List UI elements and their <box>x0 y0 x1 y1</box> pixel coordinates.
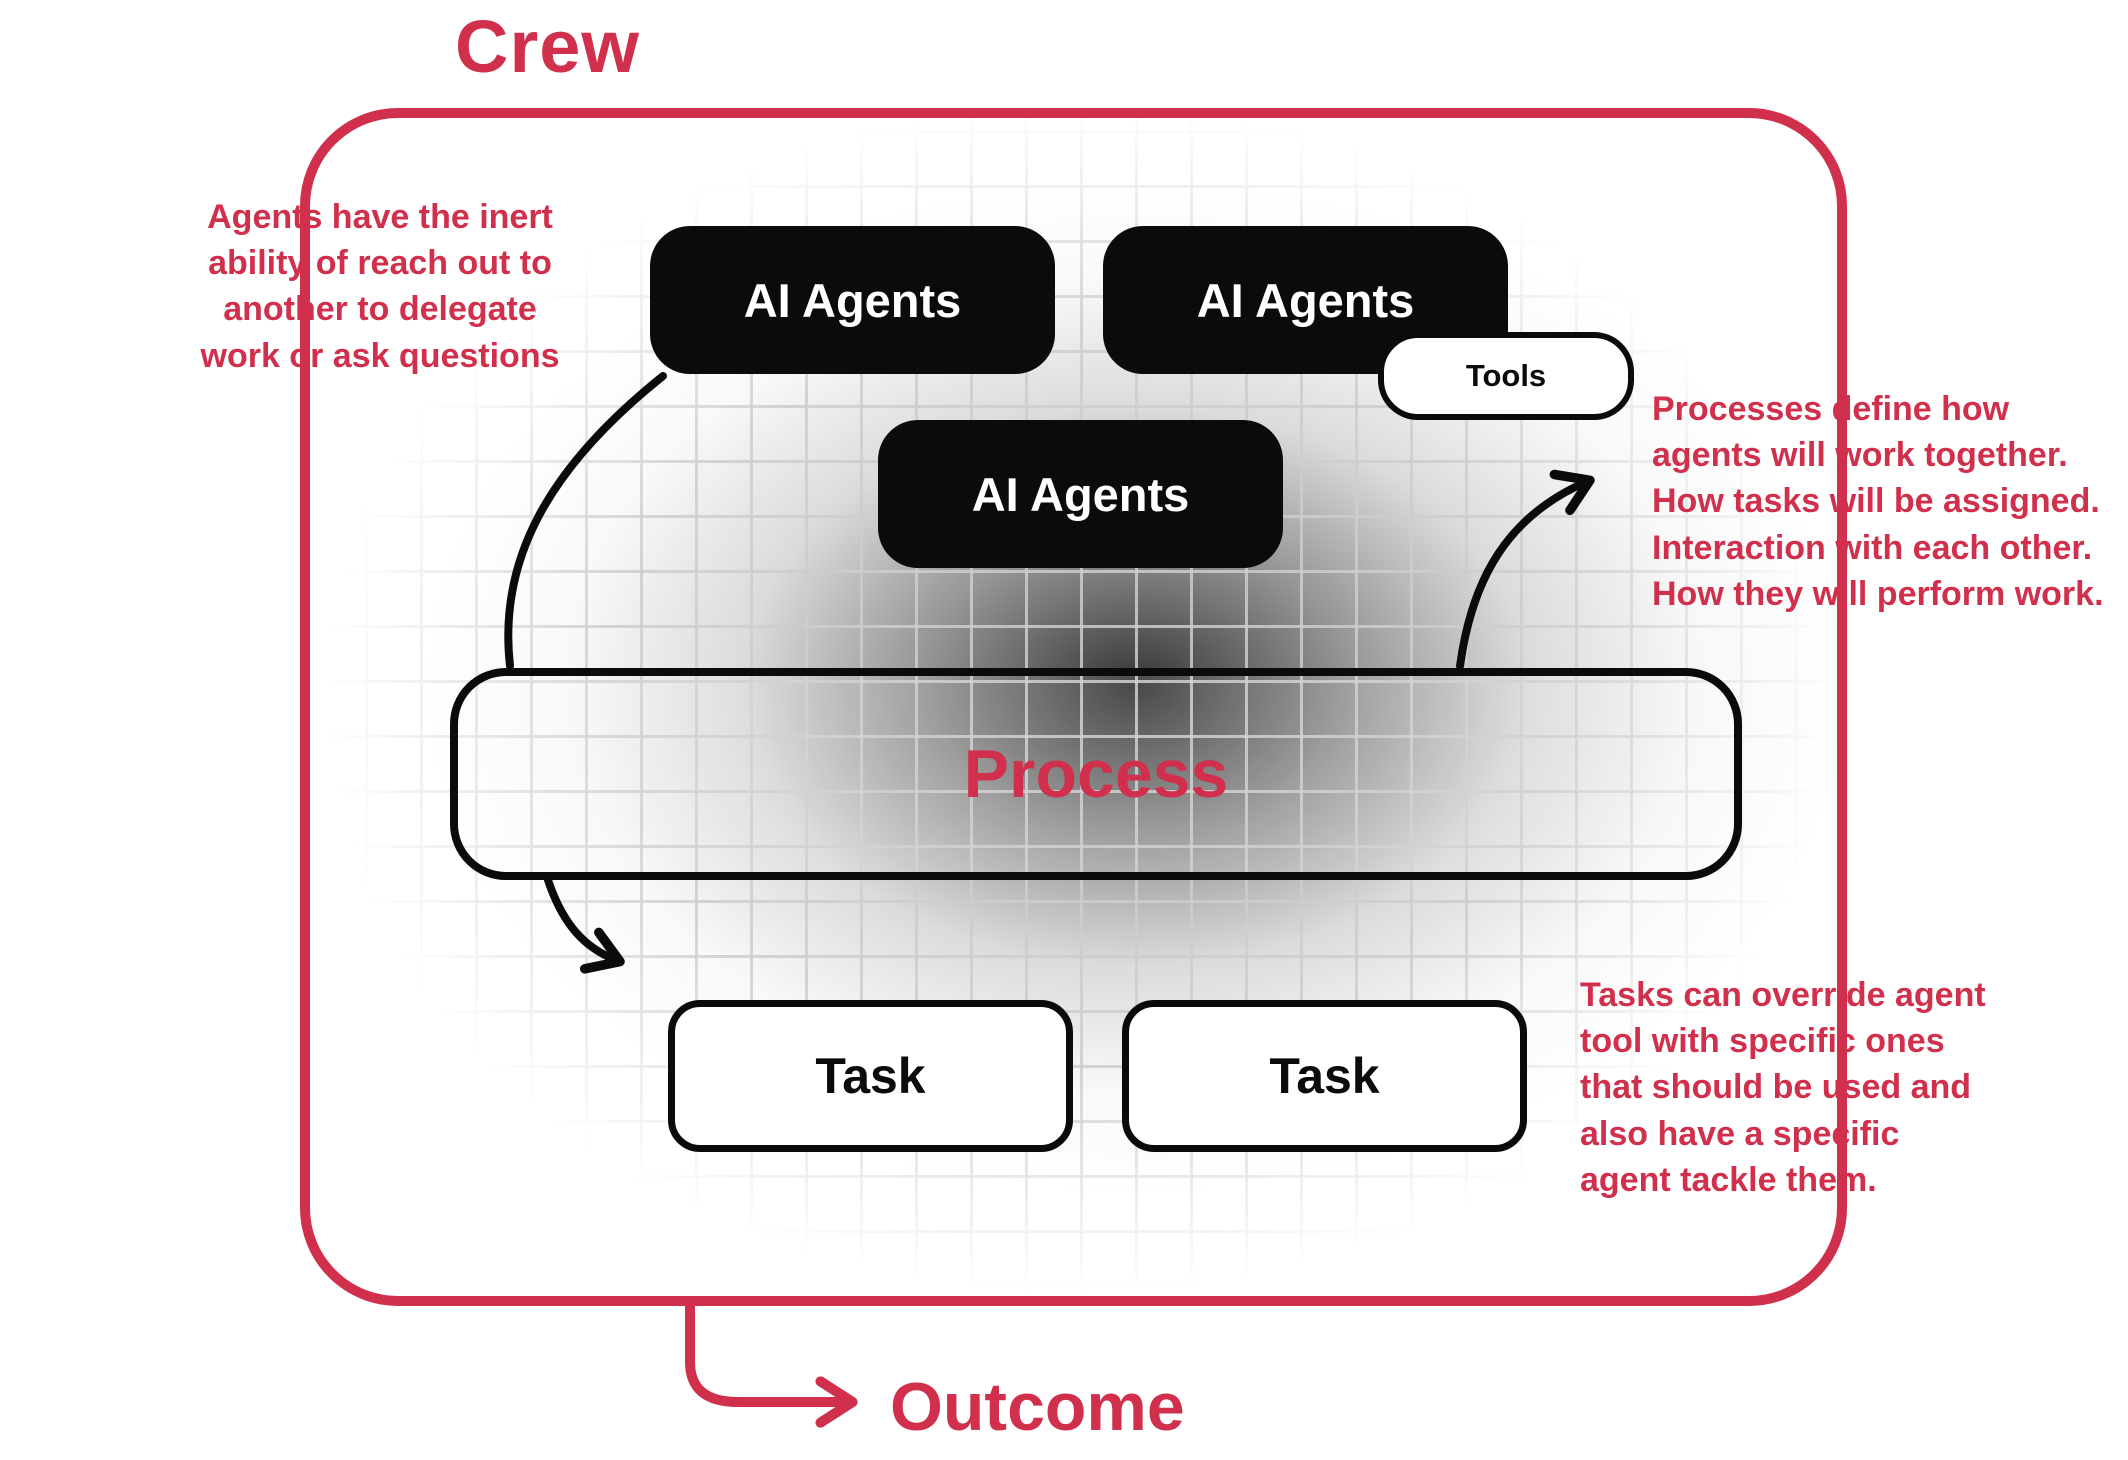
tasks-override-annotation: Tasks can override agent tool with speci… <box>1580 976 1986 1199</box>
ai-agents-box-2-label: AI Agents <box>1196 273 1415 327</box>
ai-agents-box-1: AI Agents <box>650 226 1055 374</box>
process-definition-annotation: Processes define how agents will work to… <box>1652 390 2104 613</box>
outcome-label: Outcome <box>890 1369 1185 1445</box>
crew-boundary-box <box>300 108 1847 1306</box>
background-grid <box>255 75 1905 1375</box>
ai-agents-box-3: AI Agents <box>878 420 1283 568</box>
ai-agents-box-3-label: AI Agents <box>971 467 1190 521</box>
agents-delegation-annotation: Agents have the inert ability of reach o… <box>200 198 560 375</box>
task-box-1: Task <box>668 1000 1073 1152</box>
process-box: Process <box>450 668 1742 880</box>
task-box-2-label: Task <box>1269 1048 1380 1104</box>
task-box-1-label: Task <box>815 1048 926 1104</box>
crew-title: Crew <box>455 5 640 88</box>
tools-box-label: Tools <box>1465 358 1547 393</box>
ai-agents-box-2: AI Agents <box>1103 226 1508 374</box>
task-box-2: Task <box>1122 1000 1527 1152</box>
process-box-label: Process <box>963 736 1229 812</box>
tools-box: Tools <box>1378 332 1634 420</box>
ai-agents-box-1-label: AI Agents <box>743 273 962 327</box>
